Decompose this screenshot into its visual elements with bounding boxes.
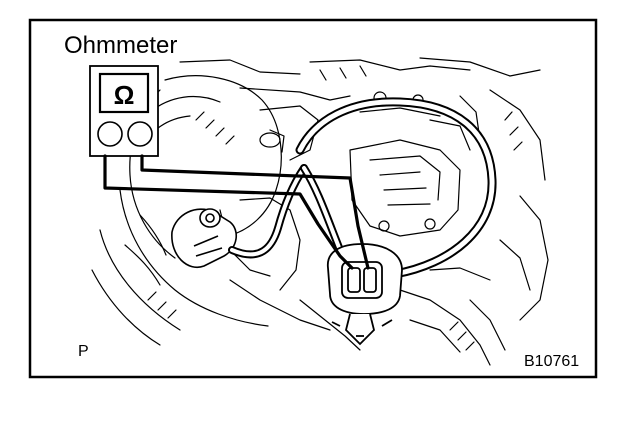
ohmmeter-jack-left bbox=[97, 121, 123, 147]
wire-harness-loop bbox=[295, 97, 497, 279]
ohmmeter-icon: Ω bbox=[89, 65, 159, 157]
sensor bbox=[171, 208, 237, 269]
ohmmeter-jack-right bbox=[127, 121, 153, 147]
figure-code: B10761 bbox=[524, 353, 579, 370]
test-lead-right bbox=[140, 154, 370, 270]
instrument-label: Ohmmeter bbox=[64, 32, 177, 59]
test-leads bbox=[103, 154, 370, 270]
engine-background-sketch bbox=[91, 57, 549, 366]
test-lead-left bbox=[103, 154, 354, 270]
ohm-symbol: Ω bbox=[114, 80, 135, 110]
view-marker: P bbox=[78, 343, 89, 360]
ohmmeter-display bbox=[98, 72, 150, 114]
